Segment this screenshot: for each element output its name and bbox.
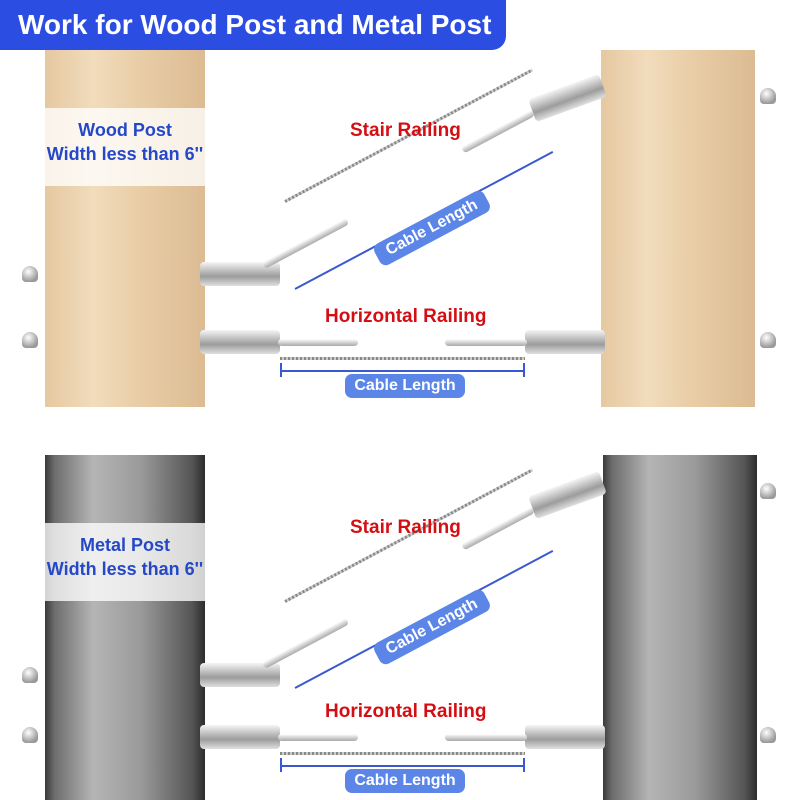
stair-cable-length-pill: Cable Length (371, 587, 493, 667)
end-nut-icon (760, 727, 776, 743)
horizontal-cable-length-pill: Cable Length (345, 374, 465, 398)
wood-post-section: Wood Post Width less than 6'' Stair Rail… (0, 50, 800, 407)
right-wood-post (601, 50, 755, 407)
stair-tube (261, 218, 350, 269)
end-nut-icon (760, 88, 776, 104)
end-nut-icon (22, 727, 38, 743)
horizontal-fitting-left (200, 330, 280, 354)
stair-tube (461, 109, 535, 154)
end-nut-icon (22, 266, 38, 282)
post-width-label: Width less than 6'' (46, 144, 204, 164)
horizontal-railing-label: Horizontal Railing (325, 306, 487, 327)
right-metal-post (603, 455, 757, 800)
horizontal-cable-length-pill: Cable Length (345, 769, 465, 793)
stair-cable-length-pill: Cable Length (371, 188, 493, 268)
horizontal-cable (280, 357, 525, 360)
horizontal-cable-length-marker (281, 765, 525, 767)
stair-railing-label: Stair Railing (350, 517, 461, 538)
horizontal-tube (445, 339, 527, 346)
post-type-label: Wood Post (78, 120, 172, 140)
length-tick (523, 758, 525, 772)
length-tick (280, 363, 282, 377)
end-nut-icon (760, 483, 776, 499)
stair-tube (261, 618, 350, 669)
length-tick (523, 363, 525, 377)
horizontal-railing-label: Horizontal Railing (325, 701, 487, 722)
horizontal-tube (278, 734, 358, 741)
post-label-box: Wood Post Width less than 6'' (45, 108, 205, 186)
left-metal-post (45, 455, 205, 800)
metal-post-section: Metal Post Width less than 6'' Stair Rai… (0, 455, 800, 800)
horizontal-fitting-right (525, 330, 605, 354)
end-nut-icon (760, 332, 776, 348)
left-wood-post (45, 50, 205, 407)
end-nut-icon (22, 332, 38, 348)
horizontal-tube (445, 734, 527, 741)
length-tick (280, 758, 282, 772)
horizontal-cable (280, 752, 525, 755)
horizontal-fitting-left (200, 725, 280, 749)
horizontal-cable-length-marker (281, 370, 525, 372)
post-type-label: Metal Post (79, 535, 171, 555)
stair-railing-label: Stair Railing (350, 120, 461, 141)
stair-fitting-right (528, 73, 607, 123)
horizontal-tube (278, 339, 358, 346)
horizontal-fitting-right (525, 725, 605, 749)
stair-tube (461, 506, 535, 551)
stair-fitting-right (528, 470, 607, 520)
title-banner: Work for Wood Post and Metal Post (0, 0, 506, 50)
post-label-box: Metal Post Width less than 6'' (45, 523, 205, 601)
post-width-label: Width less than 6'' (46, 559, 204, 579)
end-nut-icon (22, 667, 38, 683)
